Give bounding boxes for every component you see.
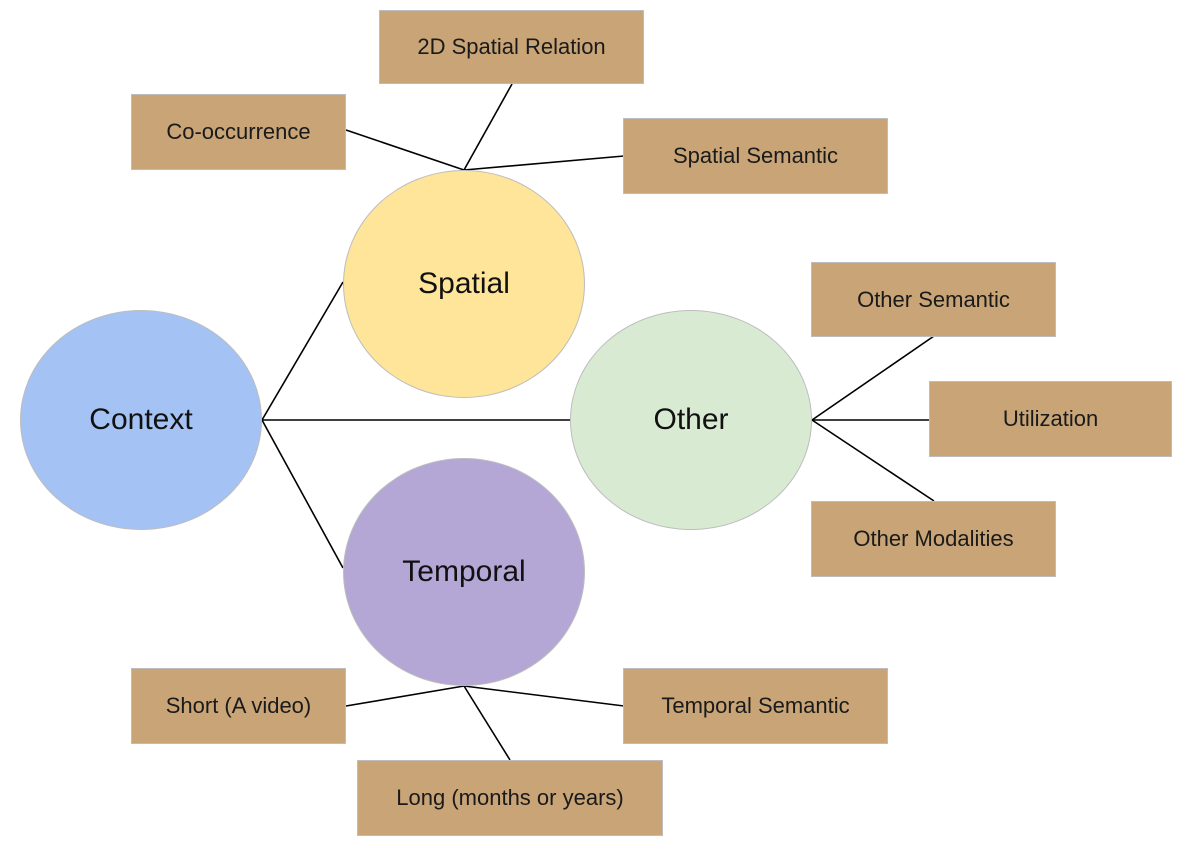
edge-temporal-semantic [463,685,625,707]
edge-spatial-2d-relation [463,83,513,171]
edge-context-spatial [261,281,344,421]
edge-temporal-long [463,685,511,761]
leaf-long-months-or-years: Long (months or years) [357,760,663,836]
leaf-utilization: Utilization [929,381,1172,457]
leaf-temporal-semantic: Temporal Semantic [623,668,888,744]
leaf-other-modalities: Other Modalities [811,501,1056,577]
edge-spatial-co-occurrence [345,129,465,171]
edge-context-temporal [261,419,344,569]
leaf-short-video: Short (A video) [131,668,346,744]
temporal-node: Temporal [343,458,585,686]
leaf-spatial-semantic: Spatial Semantic [623,118,888,194]
edge-spatial-semantic [463,155,625,171]
edge-other-modalities [811,419,935,502]
edge-other-semantic [811,335,935,421]
context-node: Context [20,310,262,530]
leaf-other-semantic: Other Semantic [811,262,1056,337]
edge-temporal-short [345,685,465,707]
other-node: Other [570,310,812,530]
spatial-node: Spatial [343,170,585,398]
leaf-co-occurrence: Co-occurrence [131,94,346,170]
leaf-2d-spatial-relation: 2D Spatial Relation [379,10,644,84]
